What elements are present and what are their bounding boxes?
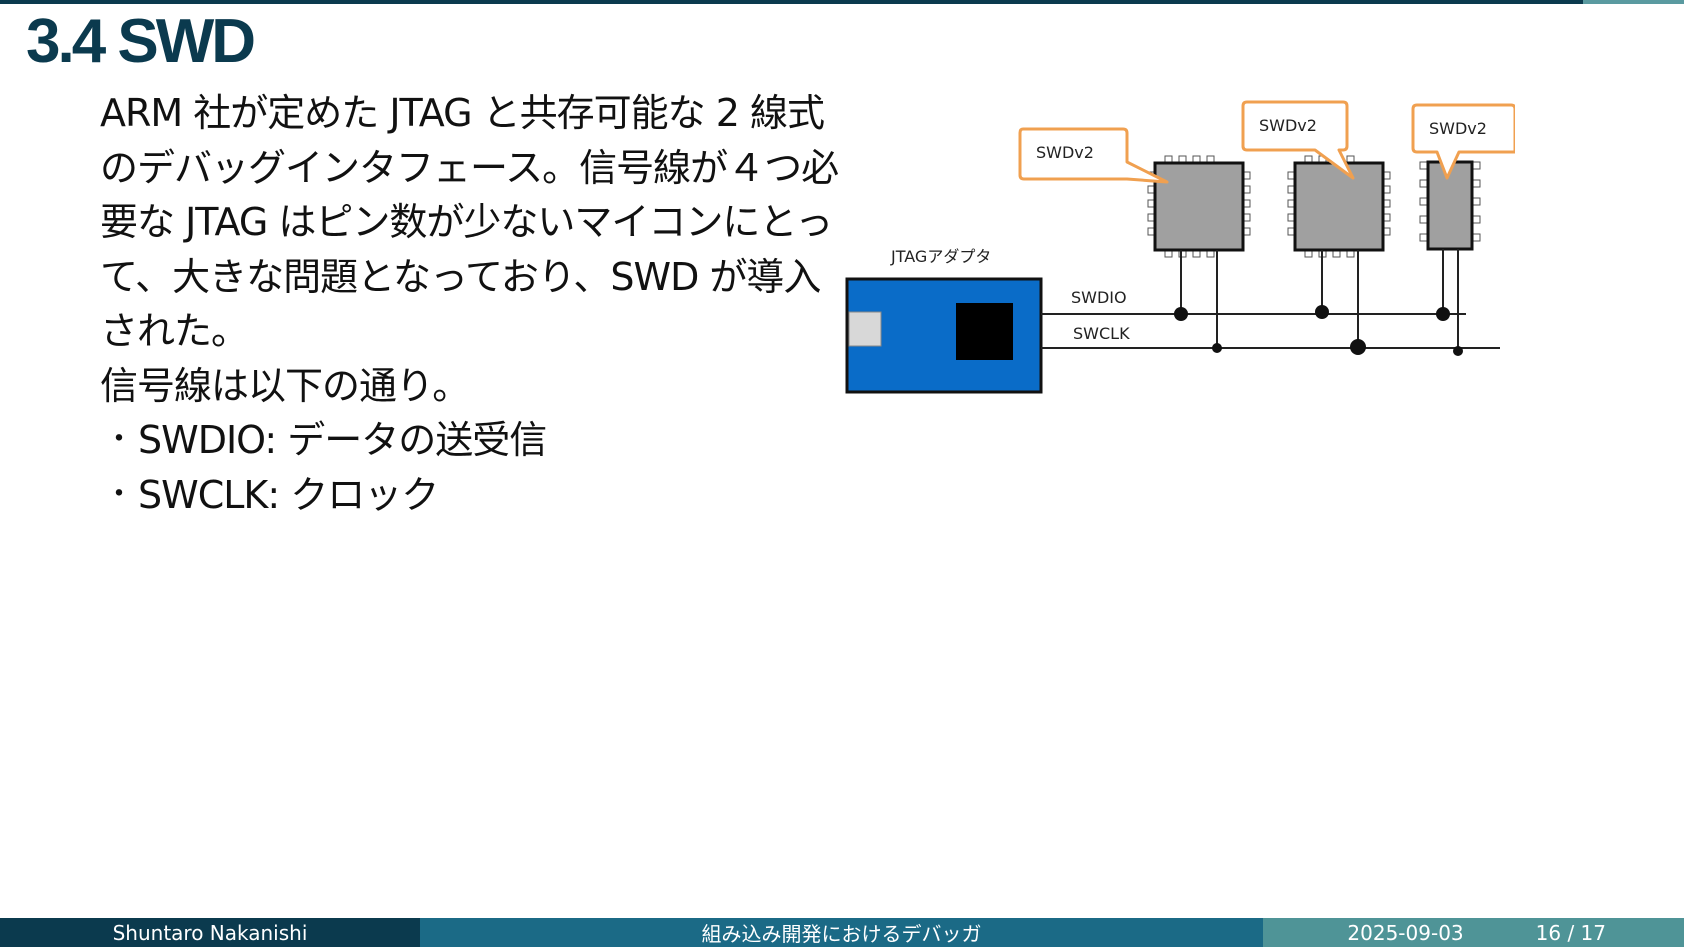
junction-dot (1436, 307, 1450, 321)
junction-dot (1453, 346, 1463, 356)
callout-label: SWDv2 (1036, 143, 1094, 162)
bullet-text: SWCLK: クロック (138, 472, 439, 517)
adapter-connector (848, 311, 882, 347)
callout-label: SWDv2 (1259, 116, 1317, 135)
footer-author-section: Shuntaro Nakanishi (0, 918, 420, 947)
footer-meta-section: 2025-09-03 16 / 17 (1263, 918, 1684, 947)
swclk-label: SWCLK (1073, 324, 1130, 343)
signal-intro: 信号線は以下の通り。 (100, 363, 470, 408)
junction-dot (1315, 305, 1329, 319)
footer-author: Shuntaro Nakanishi (112, 920, 308, 945)
mcu-chip-2 (1287, 155, 1391, 258)
adapter-chip (956, 303, 1013, 360)
top-accent-bar (0, 0, 1684, 4)
list-item: ・SWCLK: クロック (100, 468, 850, 523)
slide-body: ARM 社が定めた JTAG と共存可能な 2 線式のデバッグインタフェース。信… (100, 86, 850, 522)
footer-deck-title: 組み込み開発におけるデバッガ (701, 922, 982, 946)
bullet-marker: ・ (104, 476, 134, 512)
footer-page-number: 16 / 17 (1535, 920, 1606, 945)
footer-title-section: 組み込み開発におけるデバッガ (420, 918, 1263, 947)
bullet-text: SWDIO: データの送受信 (138, 418, 547, 462)
callout-2: SWDv2 (1241, 100, 1355, 180)
mcu-chip-1 (1147, 155, 1251, 258)
junction-dot (1350, 339, 1366, 355)
callout-1: SWDv2 (1018, 127, 1169, 184)
slide-title: 3.4 SWD (26, 7, 256, 76)
junction-dot (1174, 307, 1188, 321)
callout-label: SWDv2 (1429, 119, 1487, 138)
mcu-chip-3 (1419, 160, 1481, 251)
signal-list: ・SWDIO: データの送受信 ・SWCLK: クロック (100, 413, 850, 522)
description-paragraph: ARM 社が定めた JTAG と共存可能な 2 線式のデバッグインタフェース。信… (100, 91, 839, 353)
adapter-label: JTAGアダプタ (890, 247, 991, 266)
list-item: ・SWDIO: データの送受信 (100, 413, 850, 468)
slide-footer: Shuntaro Nakanishi 組み込み開発におけるデバッガ 2025-0… (0, 918, 1684, 947)
junction-dot (1212, 343, 1222, 353)
swd-diagram: JTAGアダプタ SWDIO SWCLK (845, 100, 1515, 394)
bullet-marker: ・ (104, 422, 134, 457)
swdio-label: SWDIO (1071, 288, 1127, 307)
footer-date: 2025-09-03 (1347, 920, 1464, 945)
callout-3: SWDv2 (1411, 103, 1515, 180)
